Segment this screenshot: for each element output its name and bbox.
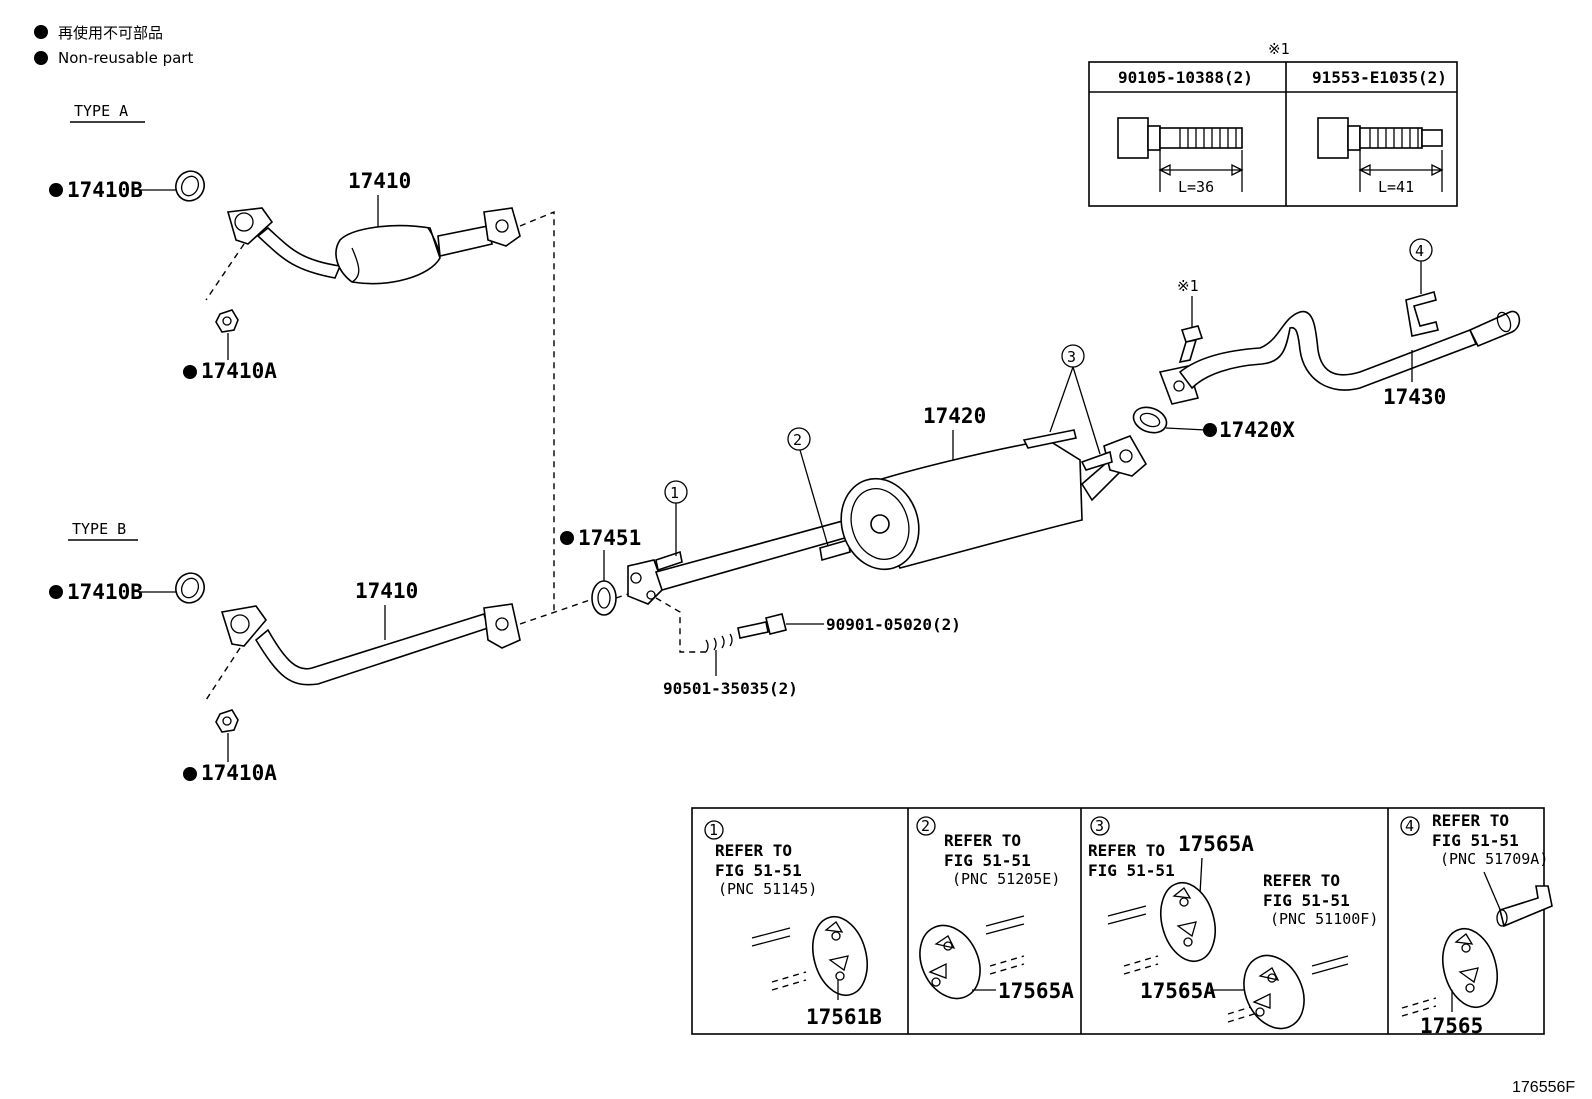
part-17565a-p2-label: 17565A [998, 979, 1074, 1003]
part-17410b-b-label: 17410B [67, 580, 143, 604]
part-17420-label: 17420 [923, 404, 986, 428]
type-a-label: TYPE A [74, 102, 128, 120]
detail-panel-2: 2 REFER TO FIG 51-51 (PNC 51205E) 17565A [916, 816, 1074, 1003]
bolt-table-mark: ※1 [1268, 40, 1290, 58]
hanger-rubber-17561b [812, 915, 868, 997]
part-17410-a-label: 17410 [348, 169, 411, 193]
gasket-17451: 17451 [560, 526, 641, 616]
detail-panel-1: 1 REFER TO FIG 51-51 (PNC 51145) 17561B [704, 820, 882, 1029]
svg-text:1: 1 [670, 484, 679, 502]
non-reusable-dot-icon [49, 585, 63, 599]
bolt-col2-length: L=41 [1378, 178, 1414, 196]
hanger-rubber-17565a-p3b [1243, 954, 1305, 1030]
non-reusable-dot-icon [560, 531, 574, 545]
bolt-90105-drawing: L=36 [1117, 117, 1244, 196]
non-reusable-dot-icon [1203, 423, 1217, 437]
callout-3: 3 [1049, 344, 1101, 455]
gasket-17420x: 17420X [1132, 406, 1295, 442]
legend-english: Non-reusable part [58, 49, 193, 67]
detail-panel-3: 3 REFER TO FIG 51-51 17565A REFER TO FIG… [1088, 816, 1378, 1030]
part-17430-label: 17430 [1383, 385, 1446, 409]
svg-text:REFER TO: REFER TO [715, 841, 792, 860]
converter-pipe-17410-a [226, 207, 521, 285]
gasket-17410b-b [175, 572, 205, 604]
note-mark-label: ※1 [1177, 277, 1199, 295]
bolt-table: ※1 90105-10388(2) 91553-E1035(2) L=36 [1088, 40, 1458, 207]
legend: 再使用不可部品 Non-reusable part [34, 24, 193, 67]
non-reusable-dot-icon [34, 51, 48, 65]
type-b-section: TYPE B 17410B 17410 17410A [49, 520, 521, 785]
svg-text:(PNC 51709A): (PNC 51709A) [1440, 850, 1548, 868]
part-17451-label: 17451 [578, 526, 641, 550]
svg-text:REFER TO: REFER TO [1432, 811, 1509, 830]
bolt-91553-drawing: L=41 [1317, 117, 1444, 196]
type-b-label: TYPE B [72, 520, 126, 538]
svg-text:(PNC 51145): (PNC 51145) [718, 880, 817, 898]
bolt-col2-header: 91553-E1035(2) [1312, 68, 1447, 87]
front-pipe-17410-b [220, 603, 521, 686]
bolt-col1-header: 90105-10388(2) [1118, 68, 1253, 87]
svg-text:(PNC 51100F): (PNC 51100F) [1270, 910, 1378, 928]
non-reusable-dot-icon [49, 183, 63, 197]
svg-text:3: 3 [1095, 817, 1104, 835]
svg-text:FIG 51-51: FIG 51-51 [1088, 861, 1175, 880]
svg-text:REFER TO: REFER TO [1263, 871, 1340, 890]
gasket-17410b-a [175, 170, 205, 202]
callout-1: 1 [664, 480, 688, 556]
detail-panel-4: 4 REFER TO FIG 51-51 (PNC 51709A) 17565 [1400, 811, 1553, 1038]
bolt-spring-set: 90901-05020(2) 90501-35035(2) [655, 597, 961, 698]
hanger-rubber-17565a-p2 [919, 924, 981, 1000]
svg-text:FIG 51-51: FIG 51-51 [944, 851, 1031, 870]
hanger-rubber-17565a-p3a [1160, 881, 1216, 963]
svg-text:2: 2 [921, 817, 930, 835]
tail-pipe-17430 [1158, 291, 1521, 405]
note-bolt: ※1 [1177, 277, 1204, 364]
hanger-rubber-17565 [1442, 927, 1498, 1009]
non-reusable-dot-icon [183, 365, 197, 379]
center-pipe-muffler-17420 [627, 429, 1148, 605]
part-17410b-a-label: 17410B [67, 178, 143, 202]
callout-2: 2 [787, 427, 829, 547]
callout-4: 4 [1409, 238, 1433, 294]
figure-id: 176556F [1512, 1079, 1575, 1096]
svg-text:1: 1 [709, 821, 718, 839]
non-reusable-dot-icon [183, 767, 197, 781]
non-reusable-dot-icon [34, 25, 48, 39]
svg-text:4: 4 [1405, 817, 1414, 835]
svg-text:3: 3 [1067, 348, 1076, 366]
part-17565-label: 17565 [1420, 1014, 1483, 1038]
svg-text:2: 2 [793, 431, 802, 449]
svg-text:FIG 51-51: FIG 51-51 [715, 861, 802, 880]
spring-90501-label: 90501-35035(2) [663, 679, 798, 698]
nut-17410a-b [215, 709, 239, 733]
part-17565a-p3-top-label: 17565A [1178, 832, 1254, 856]
bolt-90901-label: 90901-05020(2) [826, 615, 961, 634]
part-17561b-label: 17561B [806, 1005, 882, 1029]
svg-text:REFER TO: REFER TO [1088, 841, 1165, 860]
nut-17410a-a [215, 309, 239, 333]
svg-text:FIG 51-51: FIG 51-51 [1432, 831, 1519, 850]
part-17410a-b-label: 17410A [201, 761, 277, 785]
detail-panels: 1 REFER TO FIG 51-51 (PNC 51145) 17561B … [691, 807, 1553, 1038]
svg-text:REFER TO: REFER TO [944, 831, 1021, 850]
part-17565a-p3-label: 17565A [1140, 979, 1216, 1003]
legend-japanese: 再使用不可部品 [58, 24, 163, 42]
bolt-col1-length: L=36 [1178, 178, 1214, 196]
part-17410a-a-label: 17410A [201, 359, 277, 383]
part-17420x-label: 17420X [1219, 418, 1295, 442]
part-17410-b-label: 17410 [355, 579, 418, 603]
type-a-section: TYPE A 17410B 17410 [49, 102, 521, 383]
svg-text:4: 4 [1415, 242, 1424, 260]
svg-text:(PNC 51205E): (PNC 51205E) [952, 870, 1060, 888]
svg-text:FIG 51-51: FIG 51-51 [1263, 891, 1350, 910]
